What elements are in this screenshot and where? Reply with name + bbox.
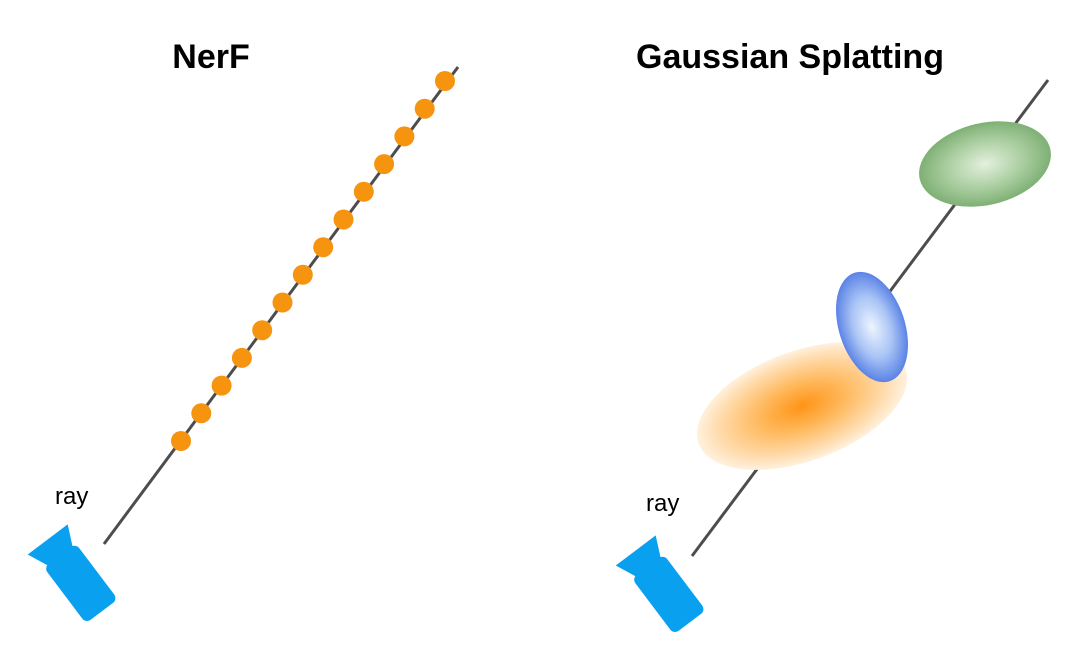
nerf-sample-point (435, 71, 455, 91)
nerf-sample-point (374, 154, 395, 175)
blue-gaussian (836, 271, 908, 383)
nerf-sample-point (414, 98, 435, 119)
nerf-sample-point (211, 375, 232, 396)
nerf-sample-point (171, 431, 191, 451)
nerf-title: NerF (172, 38, 249, 76)
orange-gaussian (696, 342, 908, 470)
nerf-camera-icon (27, 524, 116, 621)
gaussian-ray-label: ray (646, 490, 679, 517)
nerf-sample-point (333, 209, 354, 230)
gaussian-camera-icon (615, 535, 704, 632)
nerf-sample-point (252, 320, 273, 341)
nerf-sample-point (231, 347, 252, 368)
nerf-sample-point (394, 126, 415, 147)
nerf-sample-point (292, 264, 313, 285)
nerf-sample-point (313, 237, 334, 258)
gaussian-panel: Gaussian Splatting ray (615, 38, 1051, 632)
nerf-panel: NerF ray (27, 38, 460, 621)
gaussian-title: Gaussian Splatting (636, 38, 944, 76)
nerf-sample-points (171, 71, 455, 451)
nerf-sample-point (353, 181, 374, 202)
green-gaussian (919, 121, 1051, 207)
nerf-sample-point (272, 292, 293, 313)
nerf-ray-label: ray (55, 483, 88, 510)
nerf-sample-point (191, 403, 212, 424)
